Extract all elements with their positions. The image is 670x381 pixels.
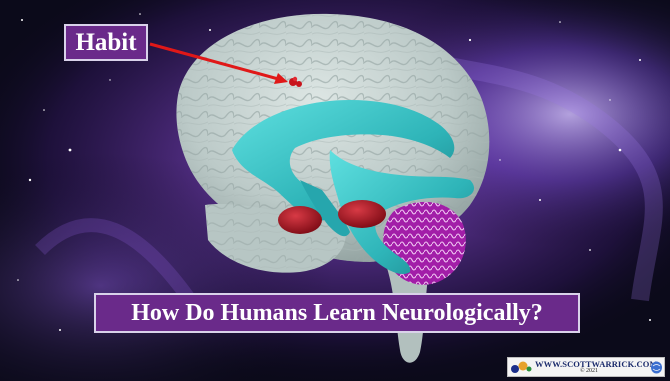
logo-icon	[510, 360, 532, 375]
site-watermark: WWW.SCOTTWARRICK.COM © 2021	[507, 357, 665, 377]
habit-label: Habit	[64, 24, 148, 61]
slide-title: How Do Humans Learn Neurologically?	[94, 293, 580, 333]
brain-logo-icon	[650, 360, 663, 375]
watermark-year: © 2021	[580, 368, 598, 374]
